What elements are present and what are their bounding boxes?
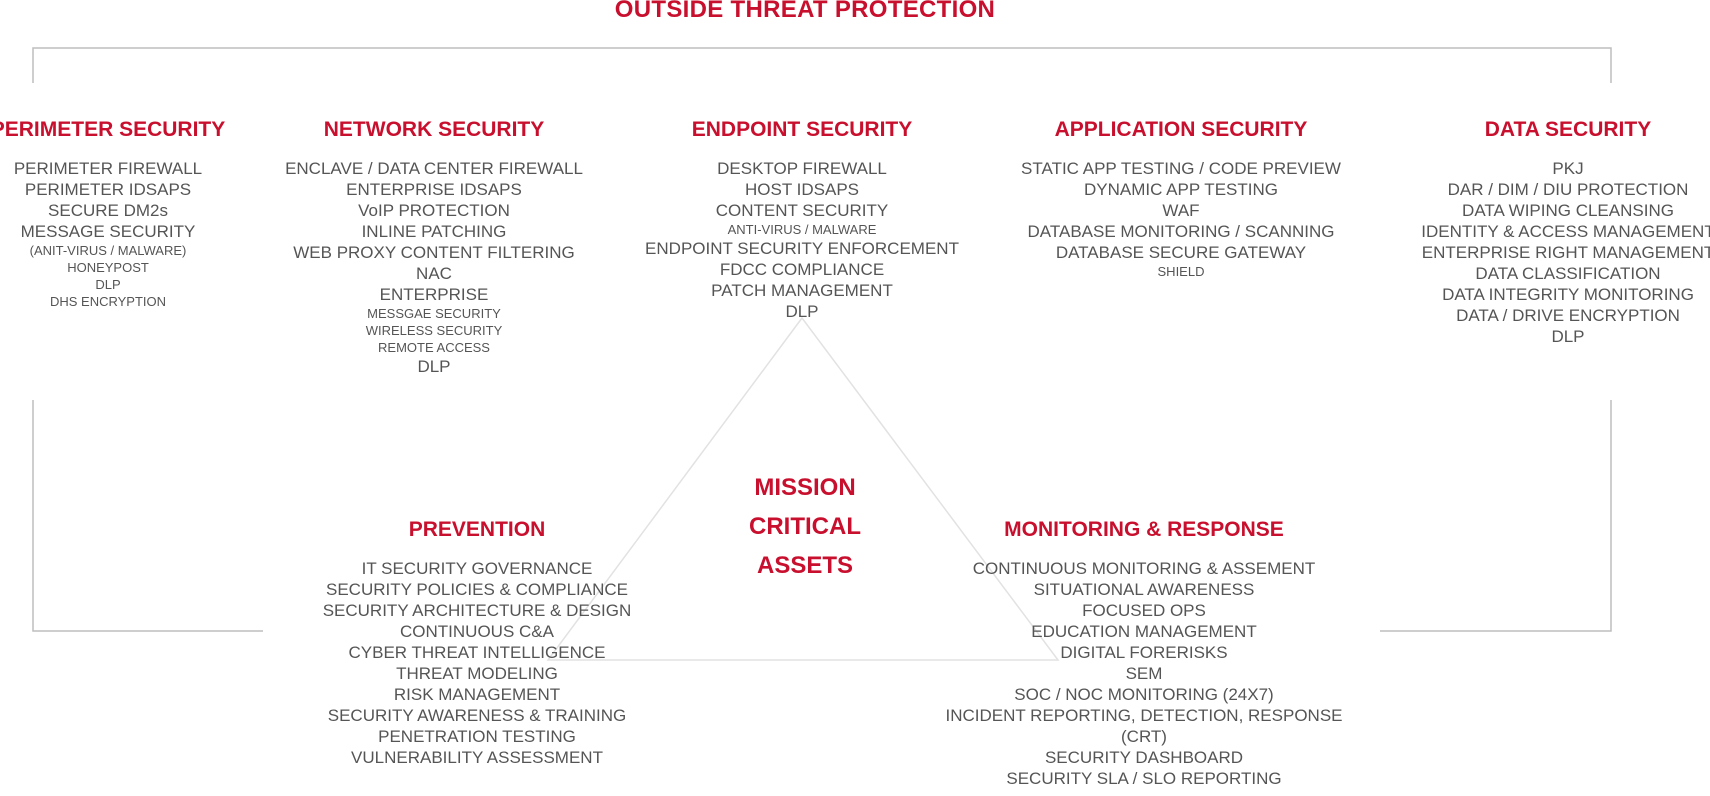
column-item: INLINE PATCHING [361,222,507,241]
column-item: THREAT MODELING [396,664,558,683]
column-item: VoIP PROTECTION [358,201,510,220]
column-item: IDENTITY & ACCESS MANAGEMENT [1421,222,1710,241]
column-item: INCIDENT REPORTING, DETECTION, RESPONSE [945,706,1343,725]
column-item: PERIMETER FIREWALL [13,159,203,178]
column-item: SECURITY POLICIES & COMPLIANCE [326,580,628,599]
network-security-column: NETWORK SECURITY ENCLAVE / DATA CENTER FI… [274,116,594,377]
diagram-title: OUTSIDE THREAT PROTECTION [614,0,996,23]
column-heading: PREVENTION [408,518,546,541]
column-item: NAC [416,264,452,283]
center-triangle [546,316,1060,661]
column-item: DYNAMIC APP TESTING [1084,180,1278,199]
column-item: MESSGAE SECURITY [367,306,501,321]
column-item: FDCC COMPLIANCE [719,260,885,279]
column-item: SECURITY AWARENESS & TRAINING [327,706,627,725]
column-item: DATA CLASSIFICATION [1475,264,1661,283]
column-item: DESKTOP FIREWALL [717,159,887,178]
column-item: EDUCATION MANAGEMENT [1031,622,1257,641]
column-item: FOCUSED OPS [1082,601,1206,620]
column-item: HOST IDSAPS [745,180,859,199]
column-heading: MONITORING & RESPONSE [1004,518,1284,541]
column-item: CONTINUOUS MONITORING & ASSEMENT [972,559,1316,578]
column-item: ANTI-VIRUS / MALWARE [727,222,877,237]
column-item: PATCH MANAGEMENT [711,281,893,300]
column-item: DATABASE SECURE GATEWAY [1055,243,1307,262]
column-item: ENTERPRISE RIGHT MANAGEMENT [1421,243,1710,262]
column-item: ENDPOINT SECURITY ENFORCEMENT [645,239,959,258]
prevention-column: PREVENTION IT SECURITY GOVERNANCE SECURITY… [317,516,637,768]
column-item: SITUATIONAL AWARENESS [1033,580,1255,599]
right-bracket [1380,400,1612,632]
column-item: DAR / DIM / DIU PROTECTION [1447,180,1689,199]
column-item: DATA INTEGRITY MONITORING [1442,285,1694,304]
mission-critical-assets-label: MISSION CRITICAL ASSETS [705,468,905,585]
column-item: CONTENT SECURITY [715,201,889,220]
top-bracket [32,47,1612,83]
column-item: IT SECURITY GOVERNANCE [361,559,593,578]
column-item: DIGITAL FORERISKS [1060,643,1228,662]
column-item: SECURE DM2s [48,201,168,220]
column-item: REMOTE ACCESS [378,340,490,355]
column-item: (ANIT-VIRUS / MALWARE) [29,243,187,258]
application-security-column: APPLICATION SECURITY STATIC APP TESTING /… [1011,116,1351,280]
column-item: SECURITY DASHBOARD [1044,748,1244,767]
perimeter-security-column: PERIMETER SECURITY PERIMETER FIREWALL PERI… [0,116,226,310]
column-item: DATA WIPING CLEANSING [1462,201,1674,220]
column-item: CONTINUOUS C&A [400,622,554,641]
column-item: SOC / NOC MONITORING (24X7) [1014,685,1274,704]
column-item: ENTERPRISE [379,285,489,304]
center-line-1: MISSION [754,474,856,501]
left-bracket [32,400,263,632]
column-item: SHIELD [1157,264,1205,279]
column-item: ENTERPRISE IDSAPS [346,180,522,199]
column-item: HONEYPOST [67,260,149,275]
column-heading: ENDPOINT SECURITY [691,118,913,141]
column-item: SEM [1125,664,1163,683]
column-item: SECURITY SLA / SLO REPORTING [1006,769,1282,788]
column-item: VULNERABILITY ASSESSMENT [351,748,603,767]
column-item: DLP [417,357,451,376]
center-line-3: ASSETS [756,552,854,579]
column-item: WIRELESS SECURITY [365,323,503,338]
column-item: ENCLAVE / DATA CENTER FIREWALL [285,159,583,178]
column-item: CYBER THREAT INTELLIGENCE [348,643,606,662]
endpoint-security-column: ENDPOINT SECURITY DESKTOP FIREWALL HOST ID… [632,116,972,322]
column-item: WEB PROXY CONTENT FILTERING [293,243,575,262]
column-heading: DATA SECURITY [1484,118,1652,141]
column-item: MESSAGE SECURITY [20,222,196,241]
column-item: DATA / DRIVE ENCRYPTION [1456,306,1680,325]
column-heading: PERIMETER SECURITY [0,118,226,141]
column-item: DLP [1551,327,1585,346]
column-item: (CRT) [1121,727,1167,746]
column-item: PERIMETER IDSAPS [24,180,192,199]
column-item: DLP [95,277,121,292]
column-item: RISK MANAGEMENT [393,685,561,704]
column-item: DATABASE MONITORING / SCANNING [1027,222,1335,241]
column-heading: NETWORK SECURITY [323,118,545,141]
column-item: WAF [1162,201,1200,220]
column-item: SECURITY ARCHITECTURE & DESIGN [322,601,632,620]
column-item: PKJ [1552,159,1584,178]
column-heading: APPLICATION SECURITY [1054,118,1308,141]
column-item: DLP [785,302,819,321]
column-item: DHS ENCRYPTION [49,294,167,309]
data-security-column: DATA SECURITY PKJ DAR / DIM / DIU PROTECTI… [1420,116,1710,347]
column-item: PENETRATION TESTING [378,727,576,746]
center-line-2: CRITICAL [749,513,861,540]
monitoring-response-column: MONITORING & RESPONSE CONTINUOUS MONITORI… [934,516,1354,789]
column-item: STATIC APP TESTING / CODE PREVIEW [1021,159,1341,178]
